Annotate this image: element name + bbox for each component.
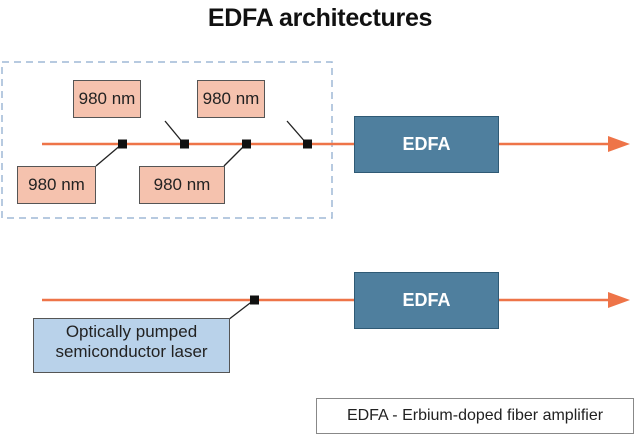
coupler-node	[242, 139, 251, 149]
wavelength-label-lower-2: 980 nm	[139, 166, 225, 204]
pump-label-line-2: semiconductor laser	[55, 342, 208, 361]
coupler-node	[250, 295, 259, 305]
top-fiber-arrowhead	[608, 136, 630, 152]
pump-leader-line	[227, 299, 255, 321]
wavelength-label-lower-1: 980 nm	[17, 166, 96, 204]
coupler-node	[303, 139, 312, 149]
diagram-title: EDFA architectures	[207, 4, 433, 32]
pump-group-outline	[1, 61, 333, 219]
wavelength-label-upper-2: 980 nm	[197, 80, 265, 118]
leader-line-1	[95, 143, 123, 167]
wavelength-label-upper-1: 980 nm	[73, 80, 141, 118]
semiconductor-laser-pump-box: Optically pumped semiconductor laser	[33, 318, 230, 373]
coupler-node	[180, 139, 189, 149]
edfa-amplifier-bottom: EDFA	[354, 272, 499, 329]
bottom-fiber-arrowhead	[608, 292, 630, 308]
pump-label-line-1: Optically pumped	[65, 322, 198, 341]
edfa-amplifier-top: EDFA	[354, 116, 499, 173]
coupler-node	[118, 139, 127, 149]
legend-box: EDFA - Erbium-doped fiber amplifier	[316, 398, 634, 434]
